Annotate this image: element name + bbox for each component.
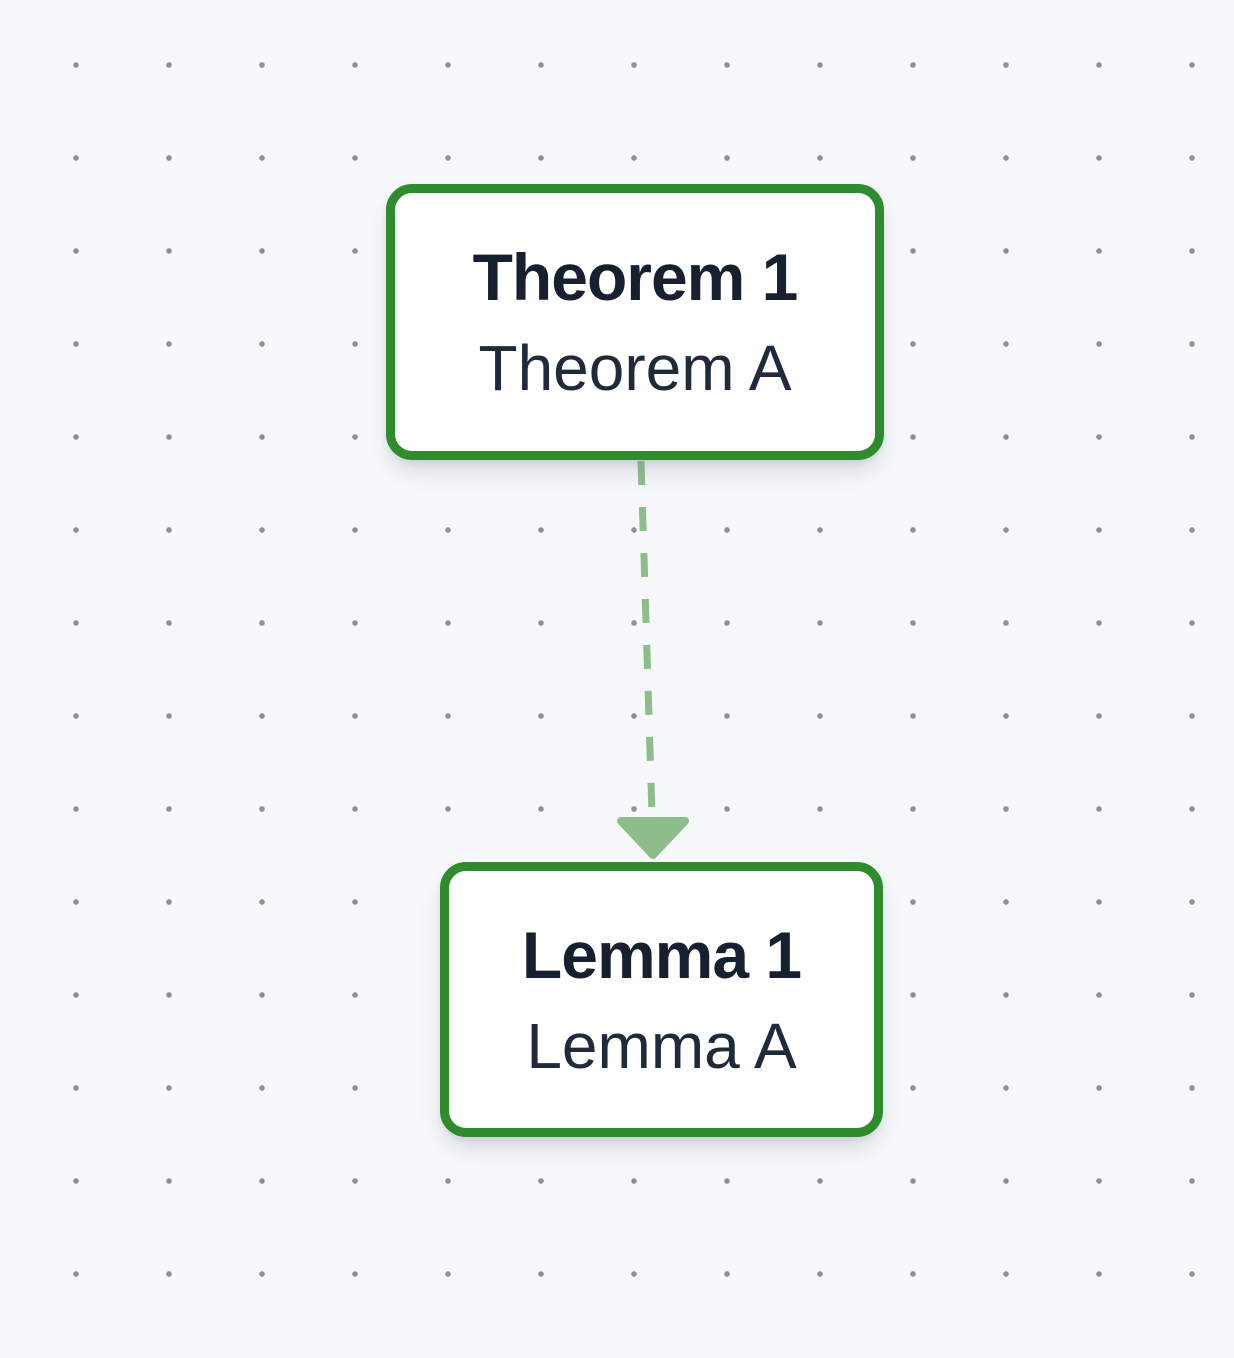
edge-arrowhead	[617, 817, 689, 859]
node-title: Lemma 1	[521, 917, 802, 992]
node-lemma-1[interactable]: Lemma 1 Lemma A	[440, 862, 883, 1137]
edge-theorem-to-lemma-dashed-line[interactable]	[637, 460, 656, 815]
node-title: Theorem 1	[472, 240, 799, 314]
node-subtitle: Lemma A	[526, 1009, 797, 1082]
node-theorem-1[interactable]: Theorem 1 Theorem A	[386, 184, 884, 460]
node-subtitle: Theorem A	[478, 332, 792, 404]
